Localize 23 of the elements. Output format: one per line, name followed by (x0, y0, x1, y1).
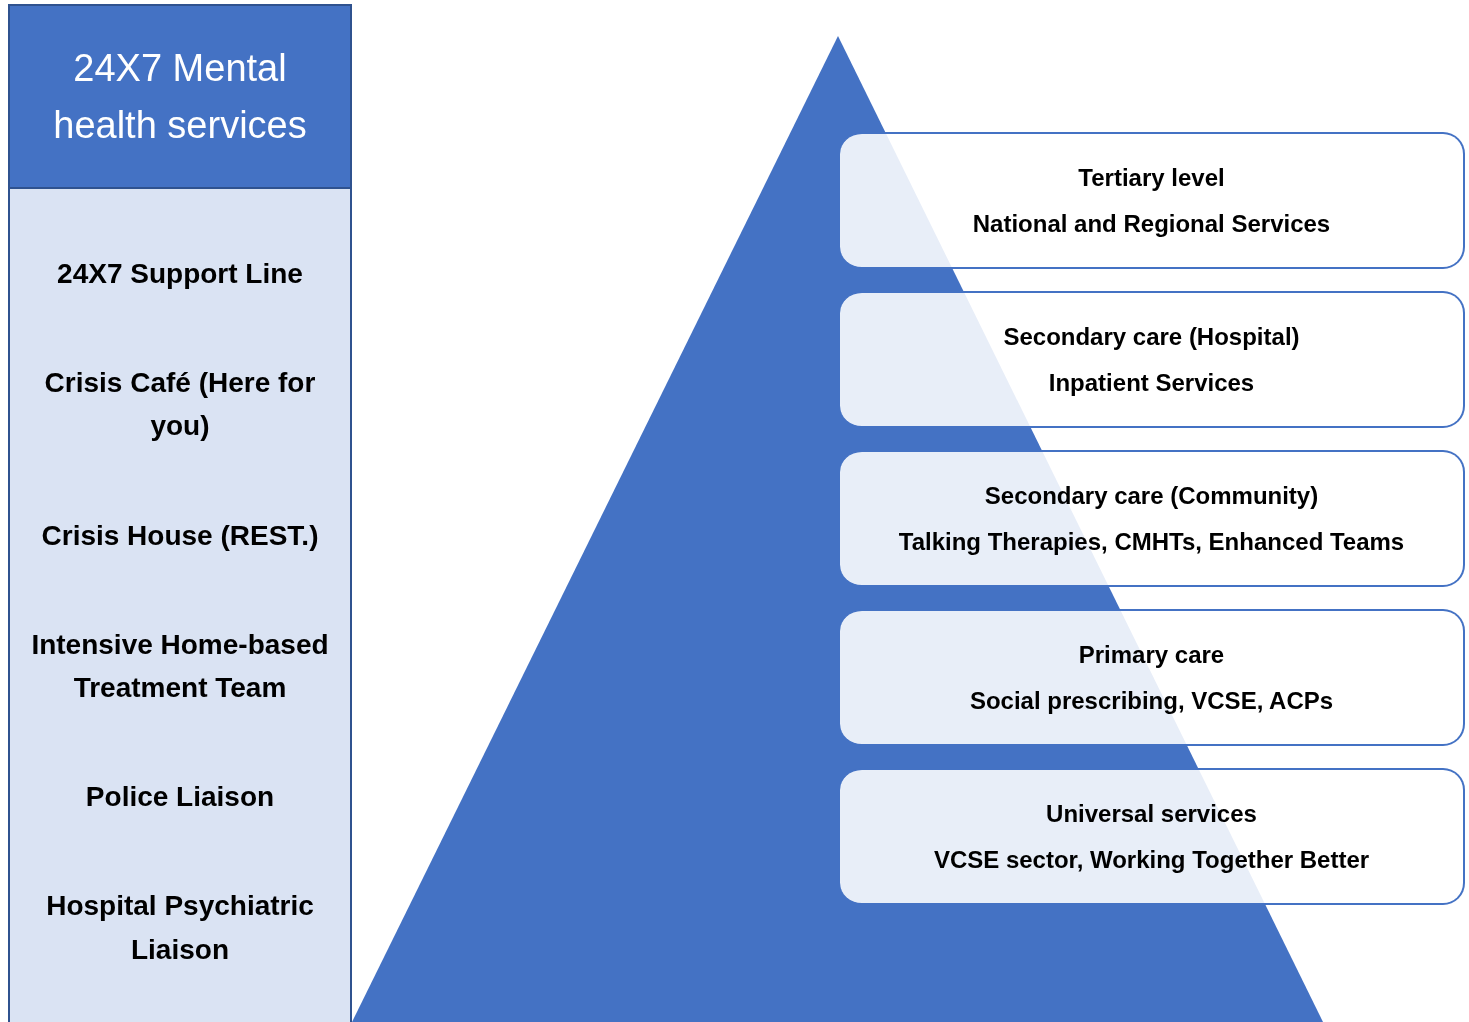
service-item: Police Liaison (84, 780, 276, 815)
service-item: Hospital Psychiatric Liaison (45, 889, 315, 967)
service-item: Crisis House (REST.) (40, 518, 320, 553)
tier-description: Social prescribing, VCSE, ACPs (969, 686, 1334, 715)
tier-title: Primary care (1078, 640, 1225, 669)
tier-title: Secondary care (Community) (984, 481, 1319, 510)
panel-heading: 24X7 Mental health services (52, 45, 308, 148)
tier-box (840, 132, 1465, 269)
tier-description: National and Regional Services (972, 209, 1331, 238)
services-panel (8, 4, 352, 1022)
service-item: 24X7 Support Line (56, 256, 304, 291)
tier-title: Secondary care (Hospital) (1003, 322, 1300, 351)
tier-title: Tertiary level (1078, 163, 1225, 192)
tier-box (840, 291, 1465, 428)
tier-box (840, 609, 1465, 746)
tier-description: VCSE sector, Working Together Better (933, 845, 1370, 874)
tier-description: Inpatient Services (1048, 368, 1255, 397)
service-item: Intensive Home-based Treatment Team (30, 627, 330, 705)
service-item: Crisis Café (Here for you) (43, 366, 317, 444)
tier-box (840, 450, 1465, 587)
tier-title: Universal services (1046, 799, 1257, 828)
tier-description: Talking Therapies, CMHTs, Enhanced Teams (898, 527, 1405, 556)
tier-box (840, 768, 1465, 905)
